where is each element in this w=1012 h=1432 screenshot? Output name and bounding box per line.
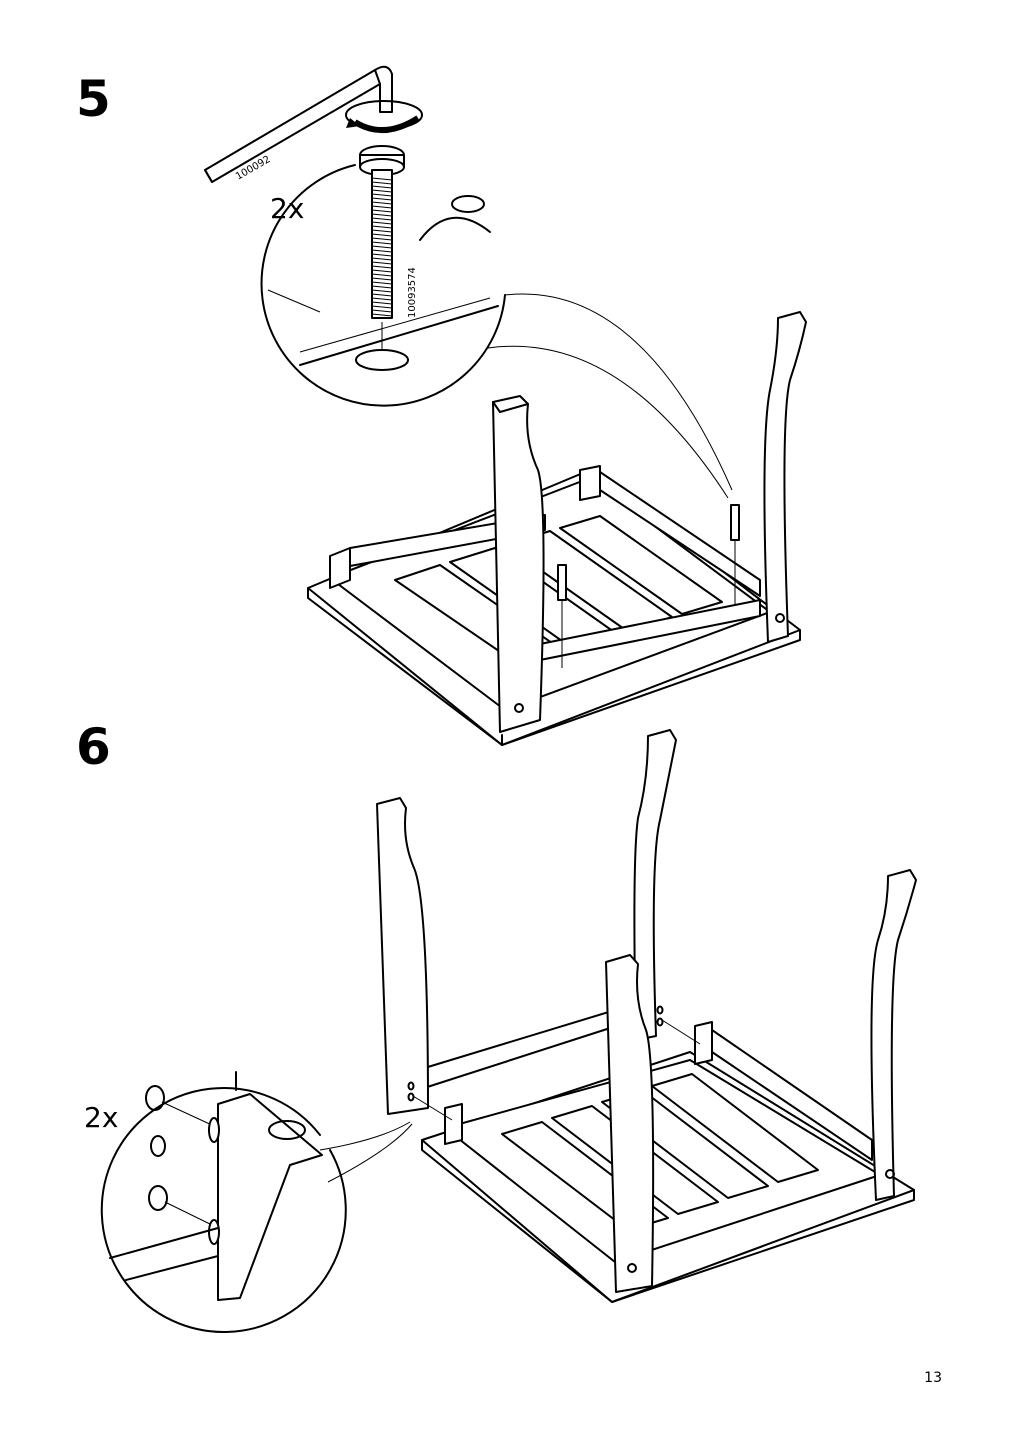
rotate-arrow-icon: [345, 100, 423, 134]
page-number: 13: [924, 1370, 942, 1386]
bolt-part-number: 10093574: [407, 267, 418, 318]
step-number-6: 6: [76, 718, 111, 776]
dowel-icon: [208, 1117, 220, 1245]
step-6-quantity: 2x: [84, 1101, 119, 1134]
bolt-icon: 10093574: [359, 145, 418, 350]
detail-callout-step6: [100, 1071, 413, 1333]
detail-callout-step5: [260, 164, 733, 499]
table-assembly-step6: [376, 729, 917, 1303]
table-assembly-step5: [307, 311, 807, 746]
step-number-5: 5: [76, 70, 111, 128]
